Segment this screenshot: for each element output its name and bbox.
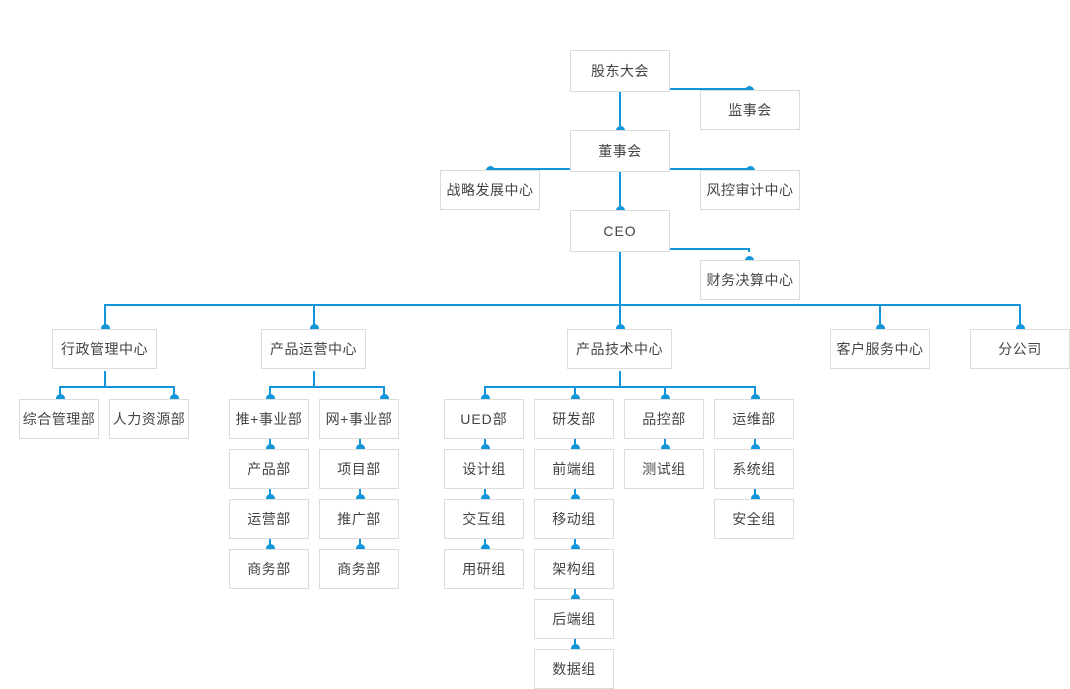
node-board-of-supervisors[interactable]: 监事会 <box>700 90 800 130</box>
connector-dot-mobile-group <box>571 494 580 503</box>
connector-dot-ued <box>481 394 490 403</box>
node-ops-dept[interactable]: 运维部 <box>714 399 794 439</box>
connector-drop-ued <box>484 386 486 399</box>
node-project-dept[interactable]: 项目部 <box>319 449 399 489</box>
node-wang-plus-business-unit[interactable]: 网+事业部 <box>319 399 399 439</box>
node-security-group[interactable]: 安全组 <box>714 499 794 539</box>
connector-drop-product-operation <box>313 304 315 329</box>
connector-centers-bus <box>104 304 1020 306</box>
node-test-group[interactable]: 测试组 <box>624 449 704 489</box>
node-board-of-directors[interactable]: 董事会 <box>570 130 670 172</box>
node-data-group[interactable]: 数据组 <box>534 649 614 689</box>
connector-product-operation-stem <box>313 371 315 388</box>
connector-dot-branch-company <box>1016 324 1025 333</box>
node-rd-dept[interactable]: 研发部 <box>534 399 614 439</box>
connector-product-operation-bus <box>269 386 385 388</box>
node-shareholders-meeting[interactable]: 股东大会 <box>570 50 670 92</box>
node-risk-control-audit-center[interactable]: 风控审计中心 <box>700 170 800 210</box>
node-admin-management-center[interactable]: 行政管理中心 <box>52 329 157 369</box>
connector-drop-customer-service <box>879 304 881 329</box>
connector-board-to-risk-h <box>620 168 751 170</box>
connector-dot-ops <box>751 394 760 403</box>
connector-product-technology-stem <box>619 371 621 388</box>
connector-dot-security-group <box>751 494 760 503</box>
connector-dot-project-dept <box>356 444 365 453</box>
connector-drop-branch <box>1019 304 1021 329</box>
connector-dot-wang-plus <box>380 394 389 403</box>
connector-admin-stem <box>104 371 106 388</box>
node-qc-dept[interactable]: 品控部 <box>624 399 704 439</box>
node-design-group[interactable]: 设计组 <box>444 449 524 489</box>
connector-admin-bus <box>59 386 175 388</box>
connector-dot-architecture-group <box>571 544 580 553</box>
node-product-technology-center[interactable]: 产品技术中心 <box>567 329 672 369</box>
connector-drop-general-management <box>59 386 61 399</box>
node-promotion-dept[interactable]: 推广部 <box>319 499 399 539</box>
connector-dot-design-group <box>481 444 490 453</box>
node-architecture-group[interactable]: 架构组 <box>534 549 614 589</box>
connector-dot-frontend-group <box>571 444 580 453</box>
connector-dot-test-group <box>661 444 670 453</box>
connector-drop-wang-plus <box>383 386 385 399</box>
node-product-dept[interactable]: 产品部 <box>229 449 309 489</box>
connector-drop-rd <box>574 386 576 399</box>
connector-ceo-to-finance-h <box>670 248 750 250</box>
node-operation-dept[interactable]: 运营部 <box>229 499 309 539</box>
connector-dot-operation-dept <box>266 494 275 503</box>
node-interaction-group[interactable]: 交互组 <box>444 499 524 539</box>
connector-dot-admin-center <box>101 324 110 333</box>
connector-dot-product-technology-center <box>616 324 625 333</box>
connector-drop-product-technology <box>619 304 621 329</box>
node-strategy-development-center[interactable]: 战略发展中心 <box>440 170 540 210</box>
node-tui-plus-business-unit[interactable]: 推+事业部 <box>229 399 309 439</box>
node-finance-settlement-center[interactable]: 财务决算中心 <box>700 260 800 300</box>
connector-dot-system-group <box>751 444 760 453</box>
connector-dot-data-group <box>571 644 580 653</box>
node-user-research-group[interactable]: 用研组 <box>444 549 524 589</box>
connector-dot-interaction-group <box>481 494 490 503</box>
connector-drop-admin <box>104 304 106 329</box>
connector-dot-backend-group <box>571 594 580 603</box>
node-human-resources-dept[interactable]: 人力资源部 <box>109 399 189 439</box>
node-business-dept-left[interactable]: 商务部 <box>229 549 309 589</box>
connector-dot-business-dept-right <box>356 544 365 553</box>
connector-ceo-to-centers-stem <box>619 252 621 306</box>
connector-ceo-to-finance-v <box>748 248 750 252</box>
connector-drop-tui-plus <box>269 386 271 399</box>
connector-dot-product-dept <box>266 444 275 453</box>
connector-dot-general-management <box>56 394 65 403</box>
connector-dot-human-resources <box>170 394 179 403</box>
connector-board-to-ceo <box>619 172 621 212</box>
connector-board-to-strategy-h <box>489 168 620 170</box>
node-backend-group[interactable]: 后端组 <box>534 599 614 639</box>
node-general-management-dept[interactable]: 综合管理部 <box>19 399 99 439</box>
connector-dot-promotion-dept <box>356 494 365 503</box>
connector-shareholders-to-supervisors-h <box>670 88 750 90</box>
connector-dot-customer-service-center <box>876 324 885 333</box>
node-branch-company[interactable]: 分公司 <box>970 329 1070 369</box>
connector-drop-ops <box>754 386 756 399</box>
connector-dot-product-operation-center <box>310 324 319 333</box>
connector-dot-rd <box>571 394 580 403</box>
connector-drop-qc <box>664 386 666 399</box>
connector-product-technology-bus <box>484 386 755 388</box>
node-product-operation-center[interactable]: 产品运营中心 <box>261 329 366 369</box>
node-business-dept-right[interactable]: 商务部 <box>319 549 399 589</box>
node-ceo[interactable]: CEO <box>570 210 670 252</box>
connector-dot-business-dept-left <box>266 544 275 553</box>
connector-shareholders-to-board <box>619 92 621 132</box>
connector-drop-human-resources <box>173 386 175 399</box>
node-mobile-group[interactable]: 移动组 <box>534 499 614 539</box>
node-system-group[interactable]: 系统组 <box>714 449 794 489</box>
connector-dot-qc <box>661 394 670 403</box>
node-ued-dept[interactable]: UED部 <box>444 399 524 439</box>
node-customer-service-center[interactable]: 客户服务中心 <box>830 329 930 369</box>
node-frontend-group[interactable]: 前端组 <box>534 449 614 489</box>
connector-dot-user-research-group <box>481 544 490 553</box>
connector-dot-tui-plus <box>266 394 275 403</box>
